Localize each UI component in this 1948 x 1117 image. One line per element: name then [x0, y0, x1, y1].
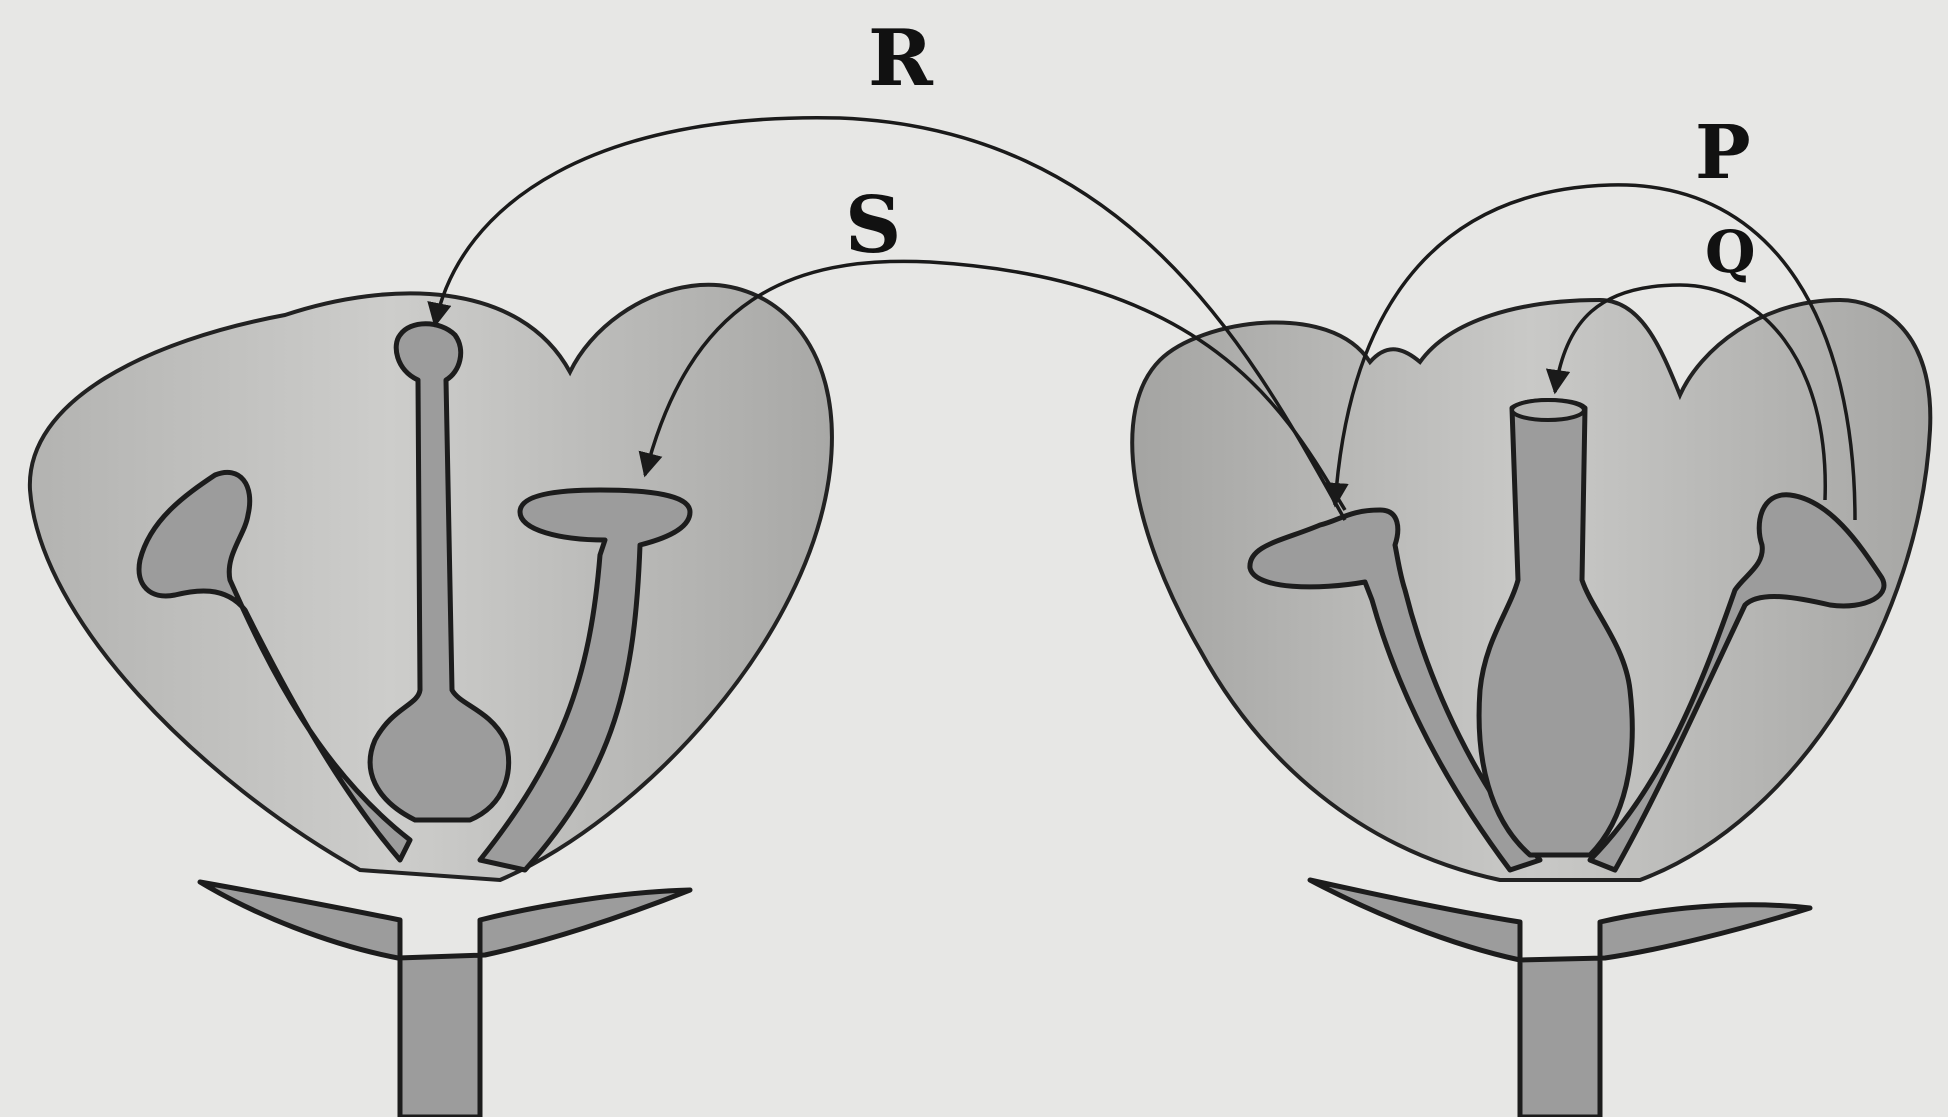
label-s: S	[845, 180, 901, 271]
left-flower-sepals	[200, 882, 690, 1117]
left-flower	[30, 285, 832, 1117]
right-flower	[1132, 300, 1930, 1117]
right-flower-stigma	[1512, 400, 1584, 420]
right-flower-sepals	[1310, 880, 1810, 1117]
label-r: R	[868, 13, 934, 104]
label-p: P	[1695, 110, 1751, 196]
label-q: Q	[1705, 218, 1756, 286]
